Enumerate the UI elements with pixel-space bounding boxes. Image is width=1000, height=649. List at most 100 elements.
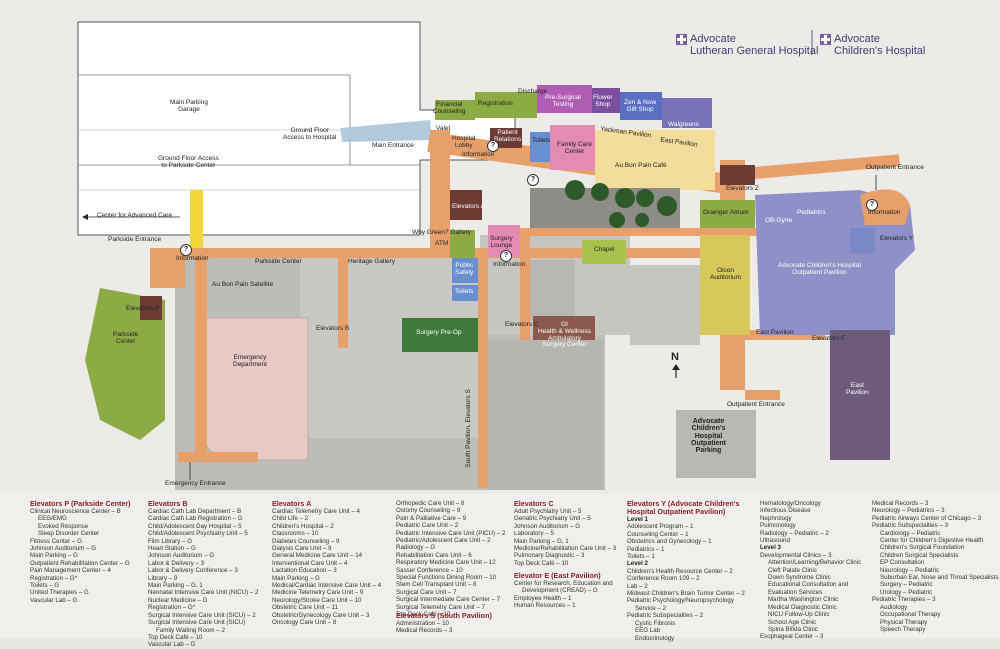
logo-childrens-line2: Children's Hospital — [834, 44, 926, 57]
legend-item: Johnson Auditorium – G — [30, 545, 97, 553]
label-chapel: Chapel — [594, 246, 615, 253]
legend-item: Occupational Therapy — [880, 611, 941, 619]
legend-item: Ultrasound — [760, 537, 790, 545]
legend-item: Spina Bifida Clinic — [768, 625, 818, 633]
legend-item: Child Life – 2 — [272, 515, 309, 523]
legend-item: Vascular Lab – G — [30, 596, 78, 604]
label-elevators-a: Elevators A — [452, 203, 485, 210]
label-public-safety: Public Safety — [455, 262, 474, 276]
legend-item: General Medicine Care Unit – 14 — [272, 552, 363, 560]
label-main-parking-garage: Main Parking Garage — [170, 99, 208, 113]
legend-item: Johnson Auditorium – G — [514, 522, 581, 530]
label-emergency-entrance: Emergency Entrance — [165, 480, 226, 487]
legend-item: Urology – Pediatric — [880, 588, 933, 596]
legend-elevators-a: Elevators A Cardiac Telemetry Care Unit … — [272, 500, 392, 627]
legend-item: Martha Washington Clinic — [768, 596, 839, 604]
legend-item: Evaluation Services — [768, 588, 823, 596]
legend-item: Toilets – G — [30, 582, 60, 590]
legend-item: Medical Diagnostic Clinic — [768, 603, 837, 611]
legend-item: Neonatal Intensive Care Unit (NICU) – 2 — [148, 589, 259, 597]
legend-item: Radiology – G — [396, 544, 436, 552]
legend-item: Ostomy Counseling – 9 — [396, 507, 461, 515]
legend-item: School Age Clinic — [768, 618, 817, 626]
label-family-care-center: Family Care Center — [557, 141, 593, 155]
legend-item: Family Waiting Room – 2 — [156, 626, 225, 634]
legend-item: Radiology – Pediatric – 2 — [760, 529, 829, 537]
legend-item: Registration – G* — [148, 604, 196, 612]
label-childrens-parking: Advocate Children's Hospital Outpatient … — [691, 418, 726, 455]
label-parkside-center: Parkside Center — [113, 331, 139, 345]
legend-item: Diabetes Counseling – 9 — [272, 537, 340, 545]
info-marker-icon: ? — [500, 250, 512, 262]
legend-item: Sleep Disorder Center — [38, 530, 100, 538]
legend-item: Orthopedic Care Unit – 8 — [396, 500, 465, 507]
childrens-logo: Advocate Children's Hospital — [820, 33, 926, 57]
label-east-pavilion-building: East Pavilion — [846, 382, 869, 396]
legend-item: Child/Adolescent Day Hospital – 5 — [148, 522, 242, 530]
label-ob-gyne: OB-Gyne — [765, 217, 793, 224]
legend-item: Cardiac Cath Lab Department – B — [148, 508, 242, 515]
legend-item: Pediatric Care Unit – 2 — [396, 522, 459, 530]
logo-lutheran-line2: Lutheran General Hospital — [690, 44, 819, 57]
legend-elevators-b: Elevators B Cardiac Cath Lab Department … — [148, 500, 273, 649]
label-childrens-outpatient-pavilion: Advocate Children's Hospital Outpatient … — [778, 262, 861, 276]
legend-item: Pain & Palliative Care – 9 — [396, 514, 467, 522]
legend-item: Toilets – 1 — [627, 553, 655, 561]
directory-legend: Elevators P (Parkside Center) Clinical N… — [0, 494, 1000, 648]
legend-item: Rehabilitation Care Unit – 6 — [396, 551, 472, 559]
legend-item: Interventional Care Unit – 4 — [272, 559, 348, 567]
legend-item: Medical Records – 3 — [396, 627, 453, 635]
legend-item: Clinical Neuroscience Center – B — [30, 508, 121, 515]
legend-item: Registration – G* — [30, 574, 78, 582]
legend-item: Top Deck Café – 10 — [514, 559, 569, 567]
label-surgery-lounge: Surgery Lounge — [490, 235, 513, 249]
legend-elevators-p: Elevators P (Parkside Center) Clinical N… — [30, 500, 145, 604]
legend-item: Fitness Center – G — [30, 537, 82, 545]
legend-item: Surgical Intermediate Care Center – 7 — [396, 596, 501, 604]
label-information-center: Information — [493, 261, 526, 268]
legend-heading: Elevators P (Parkside Center) — [30, 499, 131, 508]
label-parkside-entrance: Parkside Entrance — [108, 236, 162, 243]
legend-item: Library – 9 — [148, 574, 178, 582]
legend-item: Medicine/Rehabilitation Care Unit – 3 — [514, 545, 617, 553]
legend-item: Attention/Learning/Behavior Clinic — [768, 559, 862, 567]
label-au-bon-pain-satellite: Au Bon Pain Satellite — [212, 281, 274, 288]
legend-heading: Elevators C — [514, 499, 554, 508]
label-gift-shop: Zen & Now Gift Shop — [624, 99, 657, 113]
label-information-parkside: Information — [176, 255, 209, 262]
legend-item: Classrooms – 10 — [272, 530, 319, 538]
label-main-entrance: Main Entrance — [372, 142, 414, 149]
legend-elevators-s: Elevators S (South Pavilion) Administrat… — [396, 612, 511, 635]
legend-item: Special Functions Dining Room – 10 — [396, 574, 497, 582]
label-information-childrens: Information — [868, 209, 901, 216]
label-elevators-z: Elevators Z — [726, 185, 759, 192]
label-toilets-lobby: Toilets — [532, 137, 551, 144]
legend-heading: Elevators S (South Pavilion) — [396, 611, 492, 620]
label-toilets-a: Toilets — [455, 288, 474, 295]
legend-item: Development (CREAD) – G — [522, 587, 598, 595]
legend-item: Pediatric Psychology/Neuropsychology — [627, 597, 734, 605]
label-elevators-c: Elevators C — [505, 321, 539, 328]
legend-item: Pediatric/Adolescent Care Unit – 2 — [396, 537, 491, 545]
legend-item: Pediatric Subspecialties – 2 — [627, 612, 704, 620]
legend-item: Administration – 10 — [396, 620, 449, 627]
legend-subheading: Level 3 — [760, 544, 781, 552]
legend-item: Pediatric Therapies – 3 — [872, 596, 936, 604]
north-arrow-label: N — [671, 351, 679, 363]
label-south-pavilion-elevators-s: South Pavilion, Elevators S — [464, 389, 472, 468]
legend-item: Midwest Children's Brain Tumor Center – … — [627, 590, 745, 598]
legend-item: Vascular Lab – G — [148, 641, 196, 649]
legend-item: Cardiology – Pediatric — [880, 529, 941, 537]
label-center-advanced-care: Center for Advanced Care — [97, 212, 173, 219]
legend-item: Employee Health – 1 — [514, 594, 572, 602]
legend-item: Physical Therapy — [880, 618, 928, 626]
legend-item: Surgical Care Unit – 7 — [396, 588, 457, 596]
legend-item: Infectious Disease — [760, 507, 811, 515]
legend-item: Pediatrics – 1 — [627, 545, 665, 553]
legend-item: Geriatric Psychiatry Unit – 5 — [514, 515, 591, 523]
legend-item: Main Parking – G — [30, 552, 78, 560]
legend-item: Medical/Cardiac Intensive Care Unit – 4 — [272, 582, 382, 590]
